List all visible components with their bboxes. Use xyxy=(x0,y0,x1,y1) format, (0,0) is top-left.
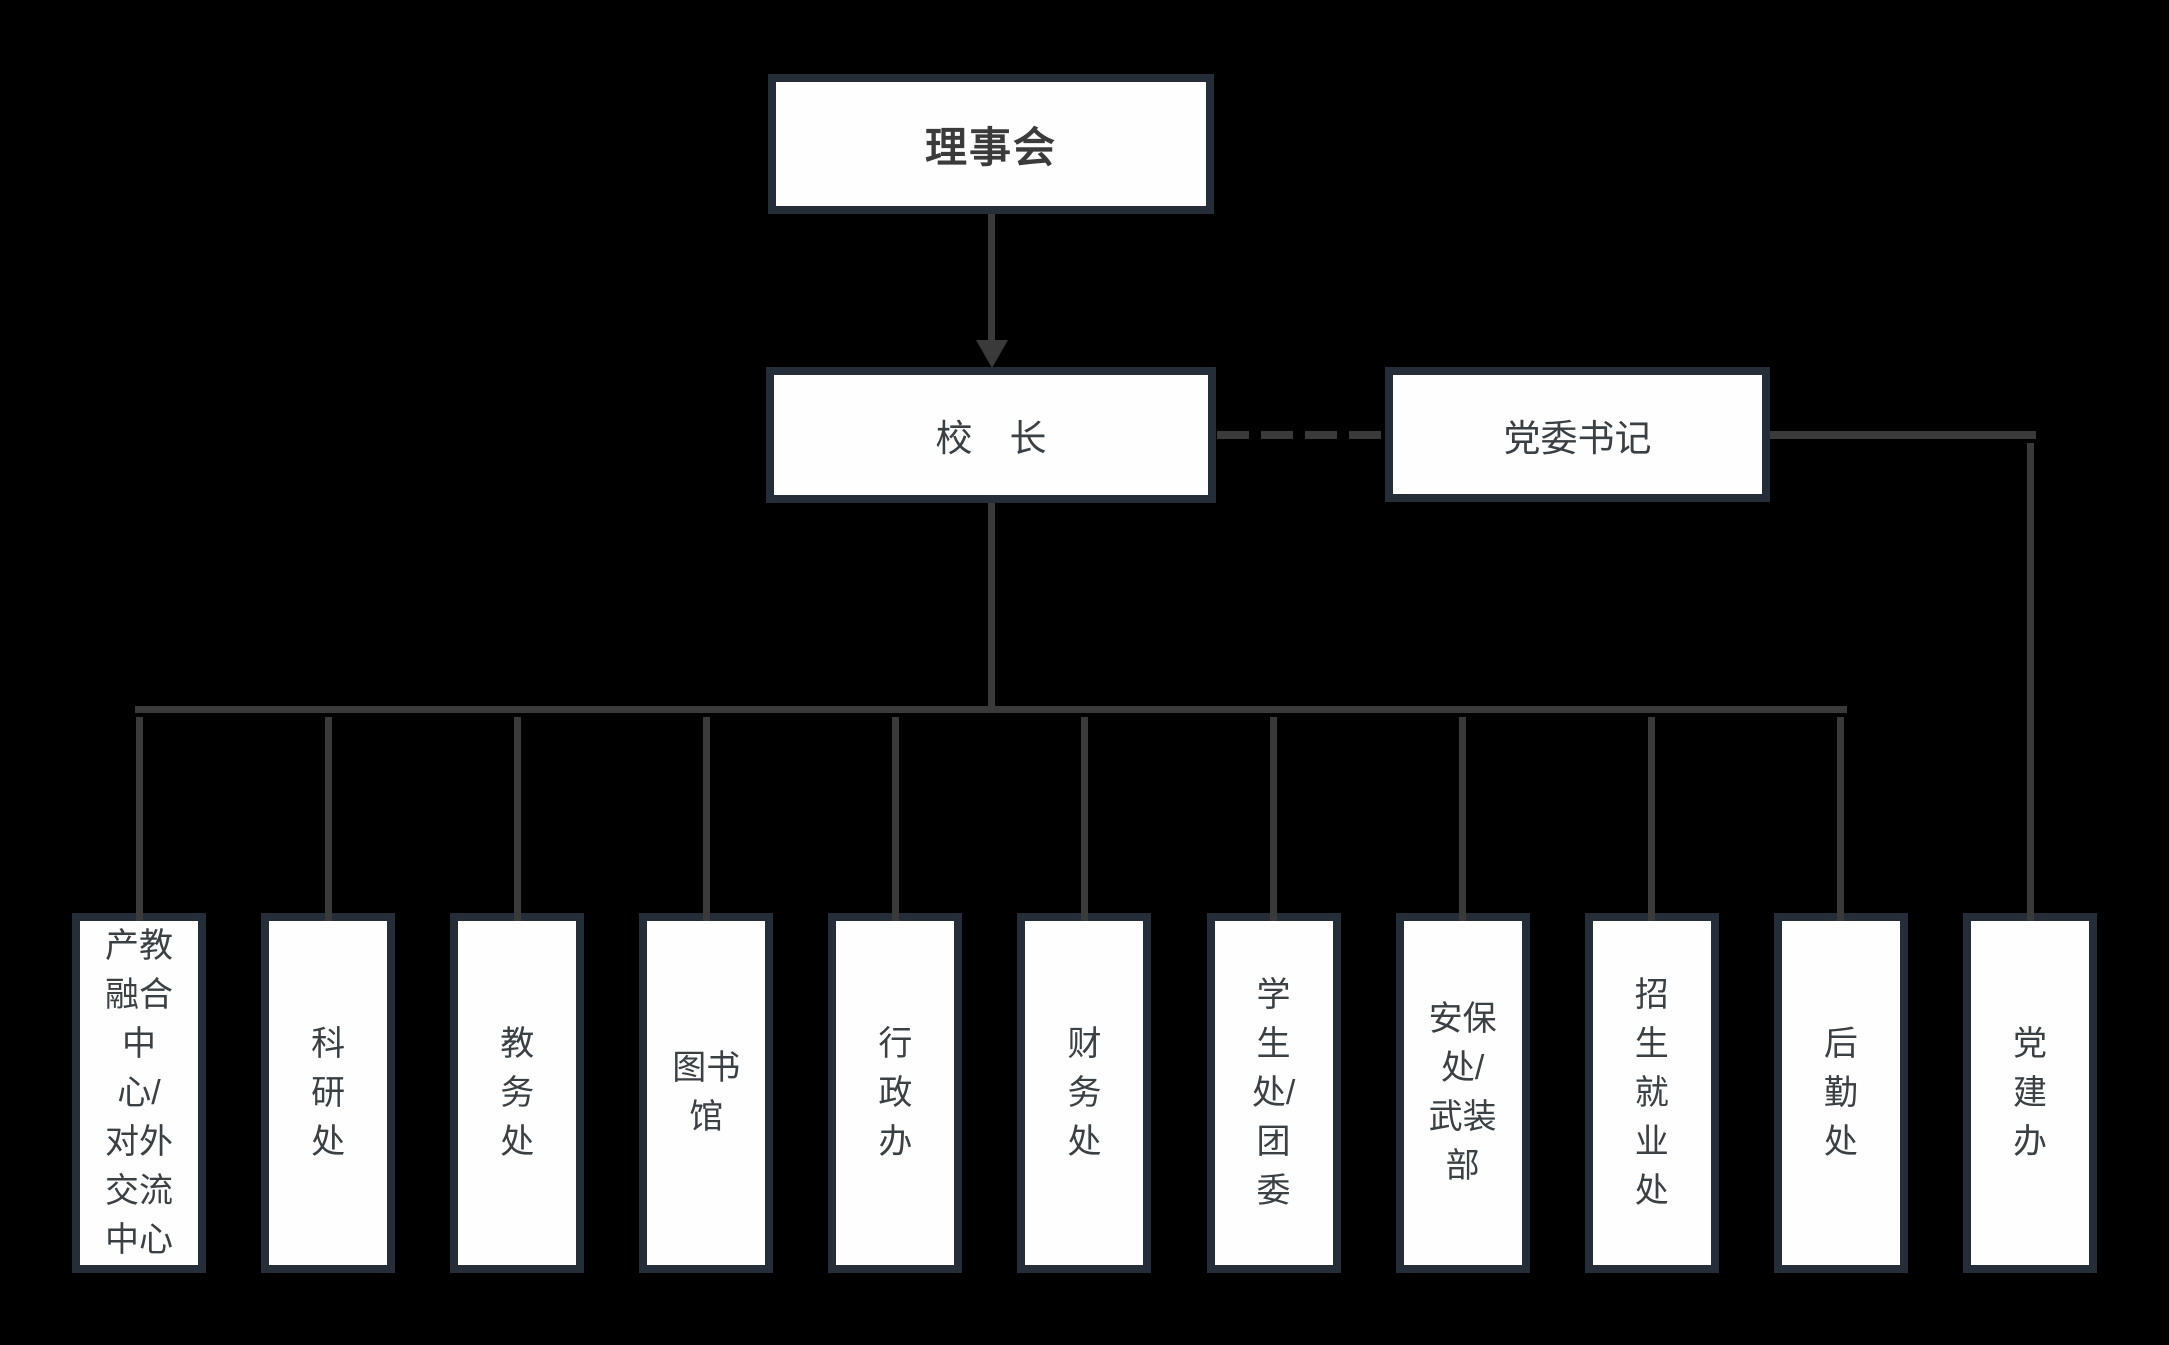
department-label: 招 生 就 业 处 xyxy=(1634,975,1669,1210)
department-node: 招 生 就 业 处 xyxy=(1584,717,1719,1273)
department-node: 后 勤 处 xyxy=(1773,717,1908,1273)
department-stem-line xyxy=(324,717,332,921)
node-president-label: 校 长 xyxy=(935,418,1047,459)
node-board: 理事会 xyxy=(768,74,1214,214)
secretary-dept-connector xyxy=(1770,431,2036,439)
board-president-connector-line xyxy=(988,214,995,342)
department-row: 产教 融合 中 心/ 对外 交流 中心 科 研 处 教 务 处 图书 馆 行 政… xyxy=(72,443,2097,1273)
node-board-label: 理事会 xyxy=(924,123,1057,171)
node-secretary: 党委书记 xyxy=(1385,367,1770,502)
department-node: 学 生 处/ 团 委 xyxy=(1206,717,1341,1273)
department-stem-line xyxy=(1648,717,1656,921)
department-label: 行 政 办 xyxy=(878,1024,913,1161)
department-stem-line xyxy=(1270,717,1278,921)
department-bus-line xyxy=(135,706,1847,713)
department-label: 教 务 处 xyxy=(500,1024,535,1161)
department-node: 产教 融合 中 心/ 对外 交流 中心 xyxy=(72,717,206,1273)
department-stem-line xyxy=(1080,717,1088,921)
department-label: 图书 馆 xyxy=(672,1049,741,1136)
department-label: 财 务 处 xyxy=(1067,1024,1102,1161)
department-label: 产教 融合 中 心/ 对外 交流 中心 xyxy=(105,926,173,1259)
department-node: 图书 馆 xyxy=(639,717,774,1273)
department-label: 学 生 处/ 团 委 xyxy=(1251,975,1296,1210)
department-stem-line xyxy=(1837,717,1845,921)
department-node: 党 建 办 xyxy=(1962,443,2097,1273)
node-president: 校 长 xyxy=(766,367,1216,503)
department-node: 财 务 处 xyxy=(1017,717,1152,1273)
department-node: 行 政 办 xyxy=(828,717,963,1273)
department-node: 教 务 处 xyxy=(450,717,585,1273)
department-stem-line xyxy=(513,717,521,921)
president-secretary-dashed-connector xyxy=(1217,431,1385,439)
department-node: 安保 处/ 武装 部 xyxy=(1395,717,1530,1273)
department-node: 科 研 处 xyxy=(261,717,396,1273)
department-label: 后 勤 处 xyxy=(1823,1024,1858,1161)
department-stem-line xyxy=(702,717,710,921)
department-stem-line xyxy=(1459,717,1467,921)
president-stem-line xyxy=(988,503,995,709)
arrow-down-icon xyxy=(976,340,1008,368)
department-stem-line xyxy=(891,717,899,921)
department-label: 党 建 办 xyxy=(2012,1024,2047,1161)
department-label: 安保 处/ 武装 部 xyxy=(1428,1000,1497,1185)
department-stem-line xyxy=(135,717,143,921)
department-label: 科 研 处 xyxy=(311,1024,346,1161)
department-stem-line xyxy=(2027,443,2035,921)
node-secretary-label: 党委书记 xyxy=(1503,417,1652,459)
